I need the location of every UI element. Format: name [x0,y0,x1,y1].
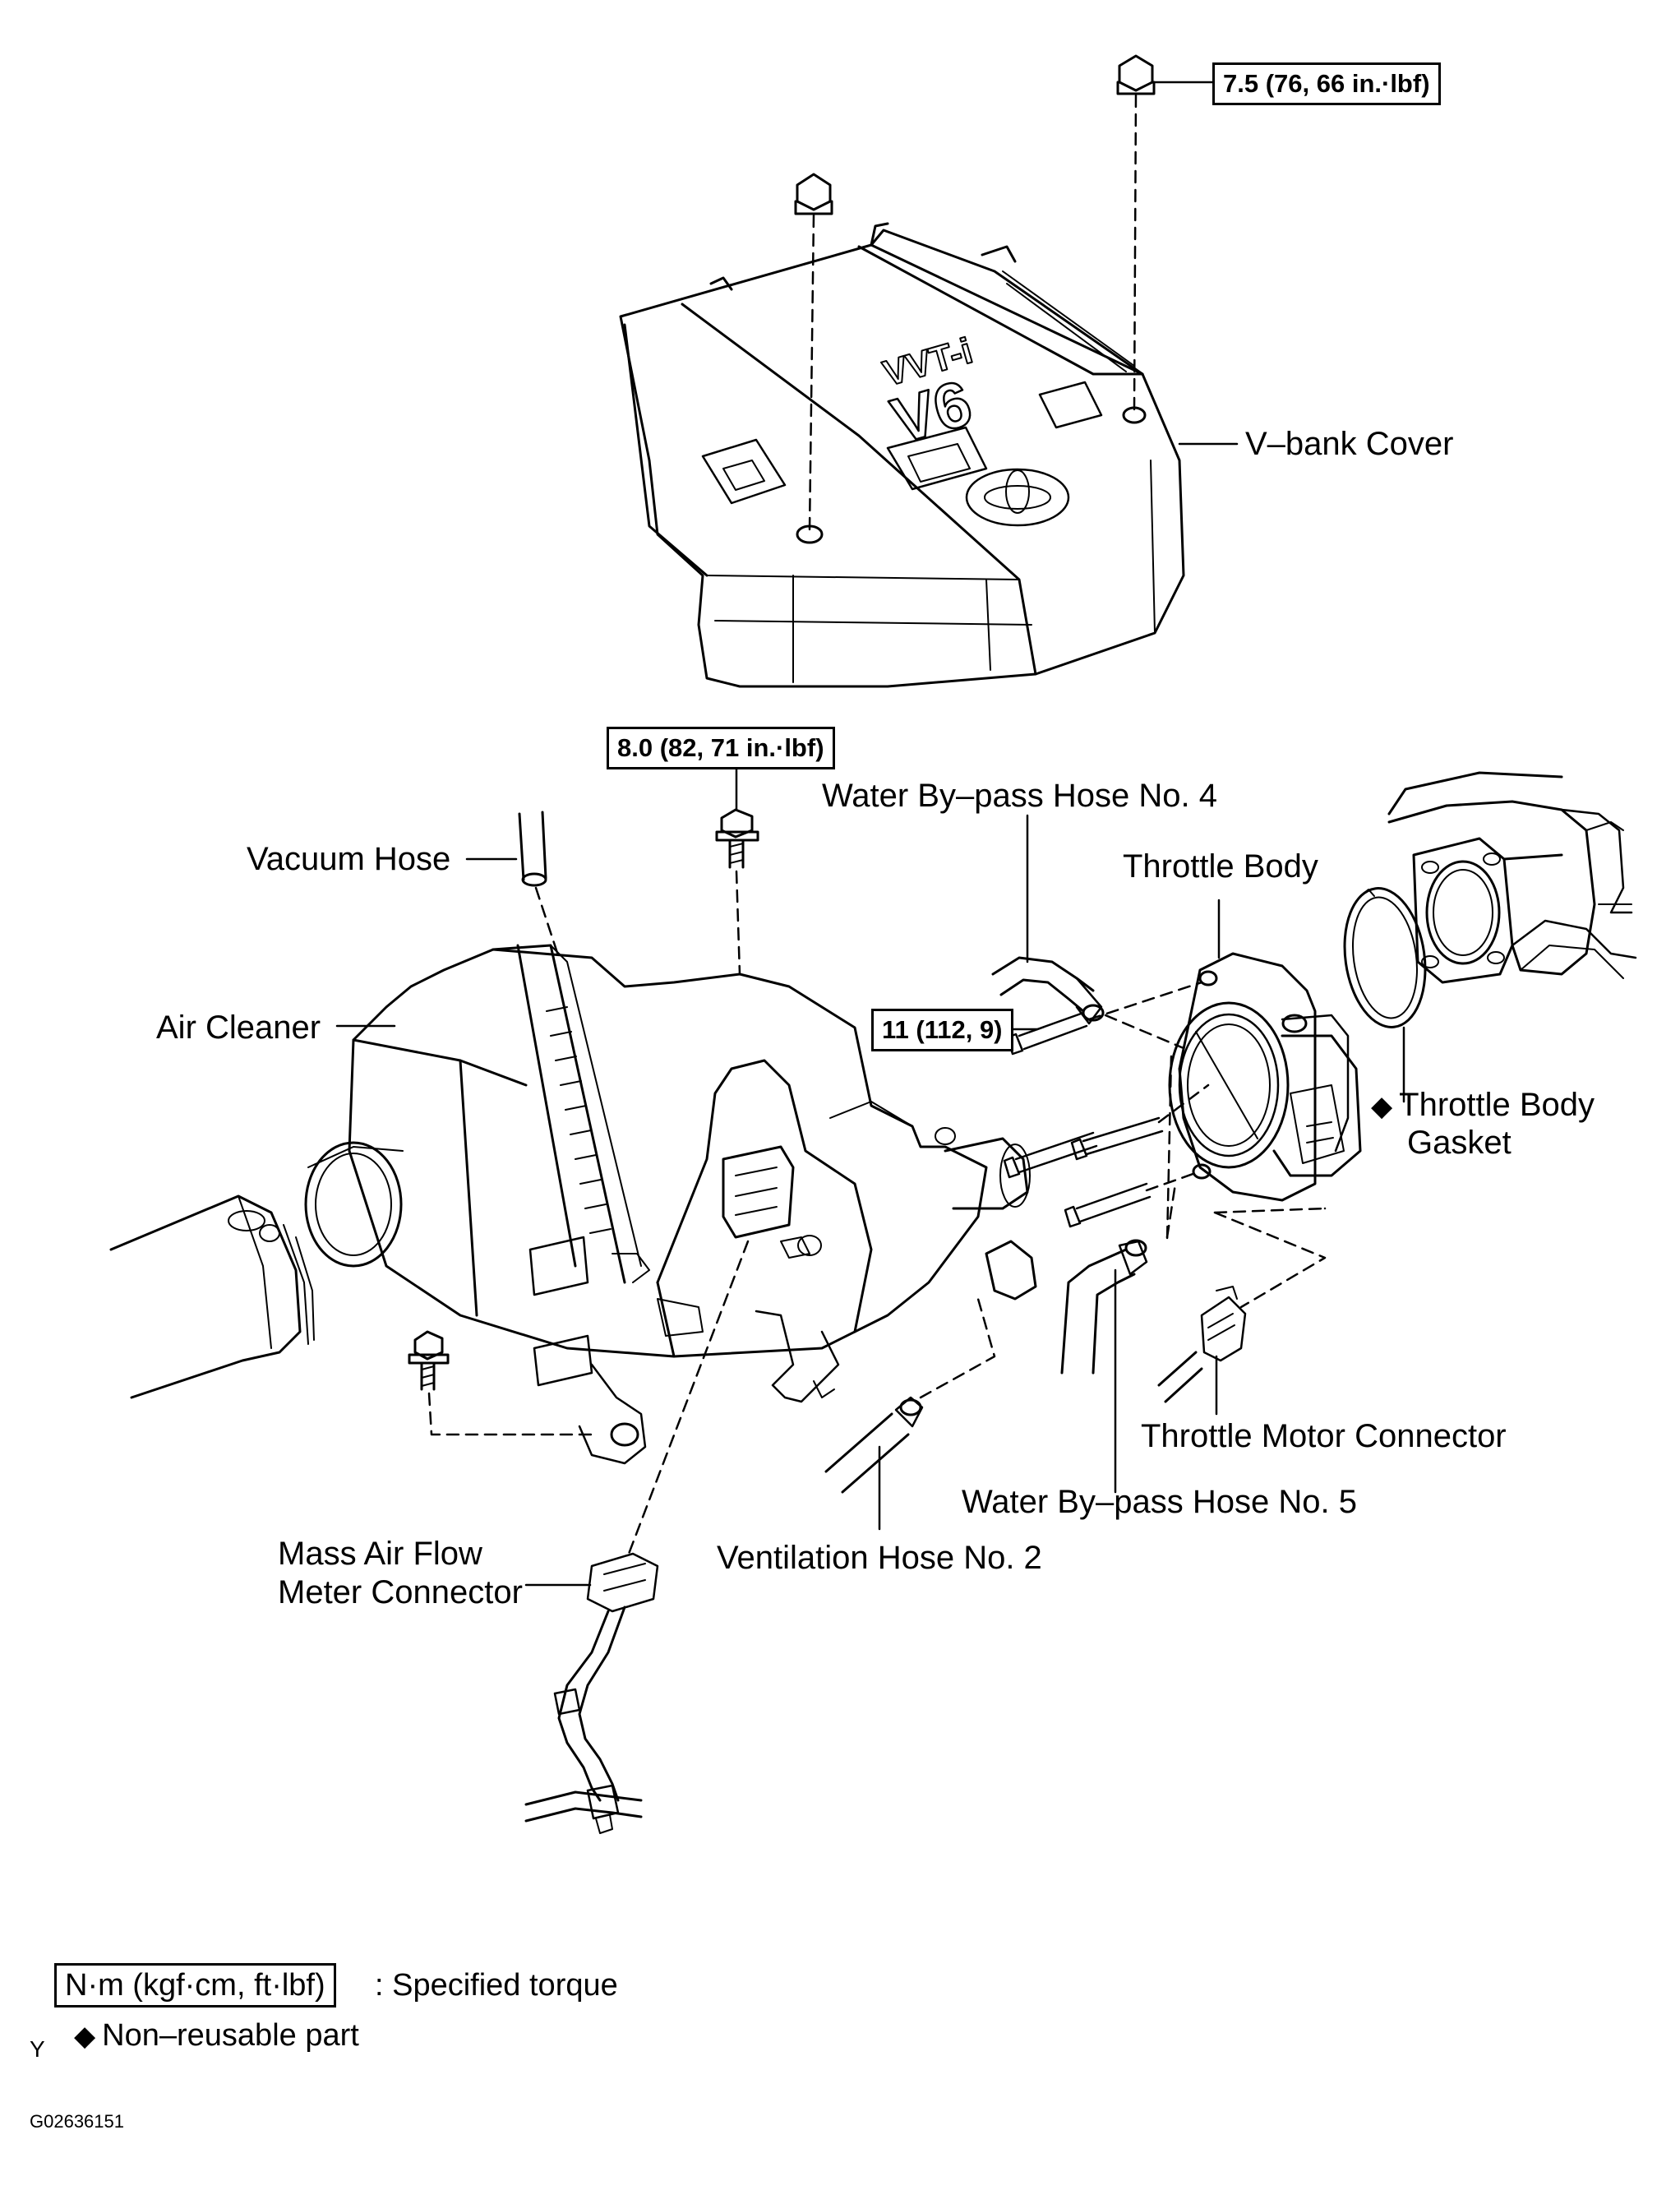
throttle-bolt-guide-3 [1145,1170,1202,1192]
torque-spec-air-cleaner-bolt: 8.0 (82, 71 in.·lbf) [607,727,835,769]
nonreusable-diamond-icon: ◆ [1371,1091,1393,1122]
figure-id: G02636151 [30,2111,124,2132]
cover-nut-right [1116,54,1156,95]
legend-torque-box: N·m (kgf·cm, ft·lbf) [54,1963,336,2008]
label-throttle-body-gasket: ◆Throttle Body [1371,1087,1595,1125]
air-cleaner-body [304,944,1037,1465]
water-bypass-hose-5-guide [1165,1182,1177,1239]
label-vacuum-hose: Vacuum Hose [247,841,451,877]
label-throttle-motor-connector: Throttle Motor Connector [1141,1418,1507,1454]
throttle-body-bolts [1003,1011,1164,1228]
vacuum-hose [518,811,547,887]
label-water-bypass-hose-4: Water By–pass Hose No. 4 [822,778,1217,814]
legend-nonreusable-desc: Non–reusable part [102,2018,359,2053]
vacuum-hose-guide [534,886,561,959]
throttle-body-gasket [1343,887,1427,1028]
label-ventilation-hose-2: Ventilation Hose No. 2 [717,1540,1042,1576]
throttle-bolt-guide-1 [1087,981,1203,1021]
water-bypass-hose-5 [1060,1239,1148,1375]
torque-spec-throttle-body-bolt: 11 (112, 9) [871,1009,1013,1051]
air-cleaner-bolt-bottom-guide [427,1392,593,1436]
throttle-body-guide-to-hose5 [1165,1055,1173,1243]
label-air-cleaner: Air Cleaner [156,1010,321,1046]
legend-nonreusable: ◆Non–reusable part [74,2016,359,2056]
air-cleaner-bolt-top [715,808,759,869]
maf-connector-guide [627,1240,750,1555]
label-maf-connector-line1: Mass Air Flow [278,1536,482,1572]
legend-torque-desc: : Specified torque [375,1968,618,2003]
label-gasket-line1: Throttle Body [1399,1087,1595,1123]
ventilation-hose-2 [824,1396,924,1494]
water-bypass-hose-4 [991,956,1105,1025]
throttle-bolt-guide-2 [1157,1083,1210,1124]
intake-duct [109,1194,315,1399]
cover-nut-left-guide [808,214,815,532]
label-gasket-line2: Gasket [1407,1125,1512,1161]
water-bypass-hose-4-guide [1104,1014,1185,1050]
throttle-motor-guide-c [1213,1211,1327,1309]
legend-corner-mark: Y [30,2036,45,2062]
air-cleaner-bolt-bottom [408,1330,450,1391]
torque-spec-vbank-nut: 7.5 (76, 66 in.·lbf) [1212,62,1441,105]
label-vbank-cover: V–bank Cover [1245,426,1454,462]
intake-manifold [1387,771,1637,984]
throttle-motor-guide-a [1213,1207,1327,1214]
ventilation-hose-2-guide [919,1297,996,1399]
cover-nut-left [794,173,833,215]
label-maf-connector-line2: Meter Connector [278,1574,523,1610]
throttle-body [1168,952,1362,1202]
legend-diamond-icon: ◆ [74,2021,96,2052]
air-cleaner-bolt-top-guide [735,870,741,976]
throttle-motor-guide-line [1216,1208,1323,1213]
throttle-motor-connector [1157,1286,1247,1403]
cover-nut-right-guide [1133,94,1138,411]
maf-connector-harness [524,1552,659,1834]
vbank-cover [619,222,1185,688]
label-water-bypass-hose-5: Water By–pass Hose No. 5 [962,1484,1357,1520]
label-throttle-body: Throttle Body [1123,848,1318,885]
